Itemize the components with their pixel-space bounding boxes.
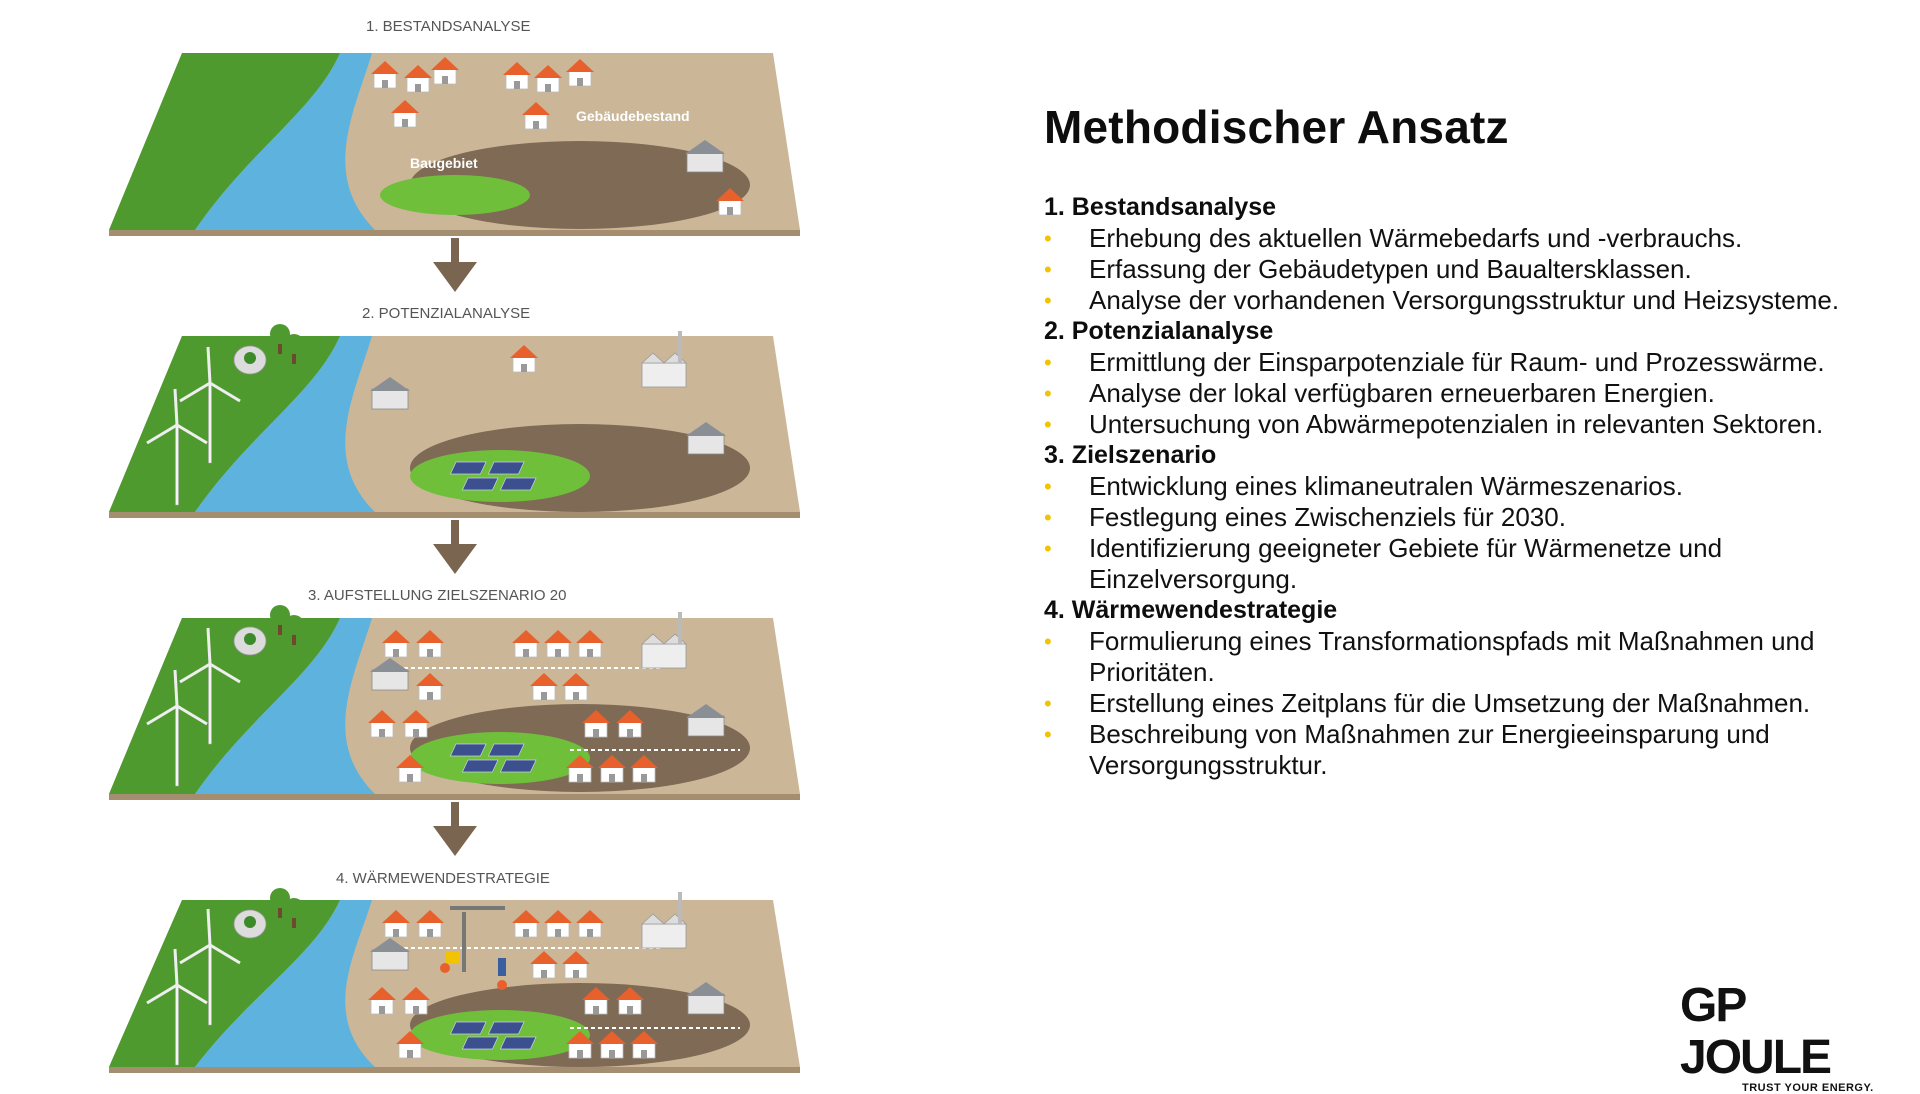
methodology-illustration: 1. BESTANDSANALYSE 2. POTENZIALANALYSE 3… — [109, 18, 800, 1073]
label-building-stock: Gebäudebestand — [576, 108, 690, 124]
methodology-text: Methodischer Ansatz 1. Bestandsanalyse E… — [1044, 100, 1884, 781]
section-title: 4. Wärmewendestrategie — [1044, 596, 1338, 624]
stage-label-1: 1. BESTANDSANALYSE — [366, 18, 531, 35]
bullet-item: Erfassung der Gebäudetypen und Baualters… — [1044, 254, 1884, 285]
bullet-list: Formulierung eines Transformationspfads … — [1044, 626, 1884, 781]
section-title: 3. Zielszenario — [1044, 441, 1217, 469]
bullet-item: Beschreibung von Maßnahmen zur Energieei… — [1044, 719, 1884, 781]
slide-title: Methodischer Ansatz — [1044, 101, 1509, 153]
arrow-down-3 — [433, 802, 477, 856]
bullet-item: Erstellung eines Zeitplans für die Umset… — [1044, 688, 1884, 719]
bullet-item: Festlegung eines Zwischenziels für 2030. — [1044, 502, 1884, 533]
bullet-list: Entwicklung eines klimaneutralen Wärmesz… — [1044, 471, 1884, 595]
gp-joule-logo: GP JOULE TRUST YOUR ENERGY. — [1680, 980, 1890, 1094]
bullet-item: Formulierung eines Transformationspfads … — [1044, 626, 1884, 688]
label-building-area: Baugebiet — [410, 155, 478, 171]
bullet-item: Erhebung des aktuellen Wärmebedarfs und … — [1044, 223, 1884, 254]
stage-3-landscape — [109, 605, 800, 800]
section-title: 1. Bestandsanalyse — [1044, 193, 1277, 221]
stage-label-4: 4. WÄRMEWENDESTRATEGIE — [336, 870, 550, 887]
bullet-item: Identifizierung geeigneter Gebiete für W… — [1044, 533, 1884, 595]
bullet-item: Ermittlung der Einsparpotenziale für Rau… — [1044, 347, 1884, 378]
logo-tagline: TRUST YOUR ENERGY. — [1742, 1082, 1874, 1094]
stage-1-landscape: Baugebiet Gebäudebestand — [109, 53, 800, 236]
section-zielszenario: 3. Zielszenario Entwicklung eines kliman… — [1044, 440, 1884, 595]
bullet-item: Analyse der vorhandenen Versorgungsstruk… — [1044, 285, 1884, 316]
logo-wordmark: GP JOULE — [1680, 979, 1832, 1084]
bullet-item: Analyse der lokal verfügbaren erneuerbar… — [1044, 378, 1884, 409]
section-bestandsanalyse: 1. Bestandsanalyse Erhebung des aktuelle… — [1044, 192, 1884, 316]
arrow-down-1 — [433, 238, 477, 292]
bullet-item: Untersuchung von Abwärmepotenzialen in r… — [1044, 409, 1884, 440]
section-waermewendestrategie: 4. Wärmewendestrategie Formulierung eine… — [1044, 595, 1884, 781]
stage-label-2: 2. POTENZIALANALYSE — [362, 305, 530, 322]
stage-4-landscape — [109, 888, 800, 1073]
section-title: 2. Potenzialanalyse — [1044, 317, 1274, 345]
section-potenzialanalyse: 2. Potenzialanalyse Ermittlung der Einsp… — [1044, 316, 1884, 440]
stage-2-landscape — [109, 324, 800, 518]
arrow-down-2 — [433, 520, 477, 574]
bullet-list: Erhebung des aktuellen Wärmebedarfs und … — [1044, 223, 1884, 316]
bullet-list: Ermittlung der Einsparpotenziale für Rau… — [1044, 347, 1884, 440]
stage-label-3: 3. AUFSTELLUNG ZIELSZENARIO 20 — [308, 587, 566, 604]
bullet-item: Entwicklung eines klimaneutralen Wärmesz… — [1044, 471, 1884, 502]
